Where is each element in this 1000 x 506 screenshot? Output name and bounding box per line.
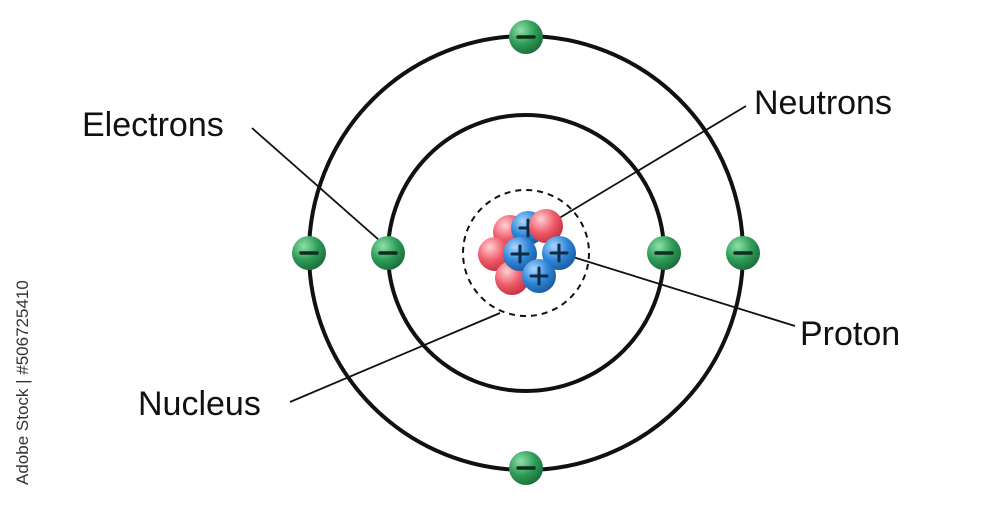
proton (503, 237, 537, 271)
electrons-leader-line (251, 127, 389, 249)
electron (292, 236, 326, 270)
neutrons-label: Neutrons (754, 84, 892, 122)
electron (647, 236, 681, 270)
proton (522, 259, 556, 293)
electron (726, 236, 760, 270)
proton-leader-line (559, 252, 796, 327)
nucleus-label: Nucleus (138, 385, 261, 423)
watermark-text: Adobe Stock | #506725410 (13, 280, 32, 485)
nucleus-boundary (462, 189, 590, 317)
neutron (478, 237, 512, 271)
proton (542, 236, 576, 270)
electrons-label: Electrons (82, 106, 224, 144)
neutrons-leader-line (545, 105, 747, 227)
nucleus-leader-line (289, 312, 501, 403)
electron (509, 451, 543, 485)
proton-label: Proton (800, 315, 900, 353)
neutron (529, 209, 563, 243)
electron (371, 236, 405, 270)
nucleus (478, 209, 576, 295)
electron (509, 20, 543, 54)
